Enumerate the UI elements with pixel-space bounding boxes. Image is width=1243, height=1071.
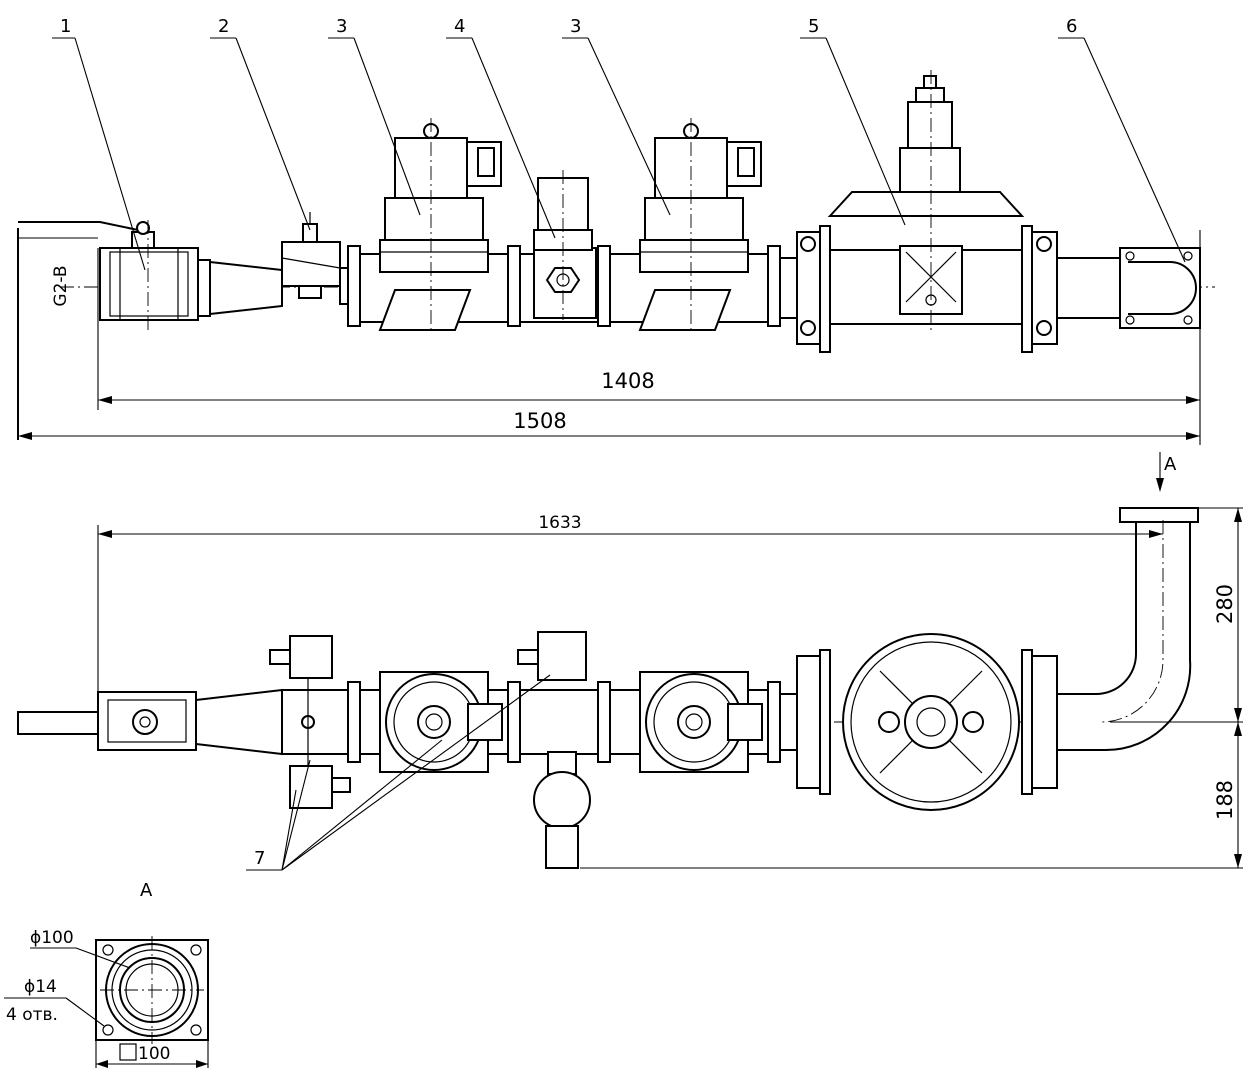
callout-leaders <box>52 37 1186 271</box>
view-a: A ϕ100 ϕ14 4 отв. 100 <box>4 880 209 1068</box>
dimension-1408-label: 1408 <box>601 369 654 393</box>
thread-label: G2-B <box>51 265 71 306</box>
view-a-diameter: ϕ100 <box>30 928 74 948</box>
callout-3a: 3 <box>336 16 347 37</box>
callout-5: 5 <box>808 16 819 37</box>
dimension-188-label: 188 <box>1213 780 1237 820</box>
callout-3b: 3 <box>570 16 581 37</box>
front-view: G2-B 1 2 3 4 3 5 6 <box>17 16 1215 445</box>
outlet-flange <box>1056 230 1201 445</box>
top-view: 7 1633 280 188 A <box>17 452 1243 871</box>
view-a-hole-diameter: ϕ14 <box>24 977 57 997</box>
callout-7: 7 <box>254 848 265 869</box>
dimension-1508-label: 1508 <box>513 409 566 433</box>
callout-2: 2 <box>218 16 229 37</box>
solenoid-valve-1 <box>378 118 502 331</box>
dimension-1408 <box>98 396 1200 404</box>
callout-6: 6 <box>1066 16 1077 37</box>
dimension-vertical <box>580 507 1243 869</box>
callout-1: 1 <box>60 16 71 37</box>
callout-4: 4 <box>454 16 465 37</box>
dimension-1508 <box>18 432 1200 440</box>
view-a-title: A <box>140 880 153 901</box>
view-a-arrow-label: A <box>1164 454 1177 475</box>
pressure-switch-block <box>533 170 597 320</box>
dimension-280-label: 280 <box>1213 584 1237 624</box>
view-a-hole-count: 4 отв. <box>6 1005 58 1025</box>
dimension-1633 <box>98 530 1163 538</box>
pressure-regulator <box>796 70 1058 353</box>
filter <box>197 212 351 317</box>
ball-valve <box>17 220 199 440</box>
dimension-1633-label: 1633 <box>538 513 581 533</box>
solenoid-valve-2 <box>638 118 762 331</box>
view-a-square: 100 <box>138 1044 170 1064</box>
